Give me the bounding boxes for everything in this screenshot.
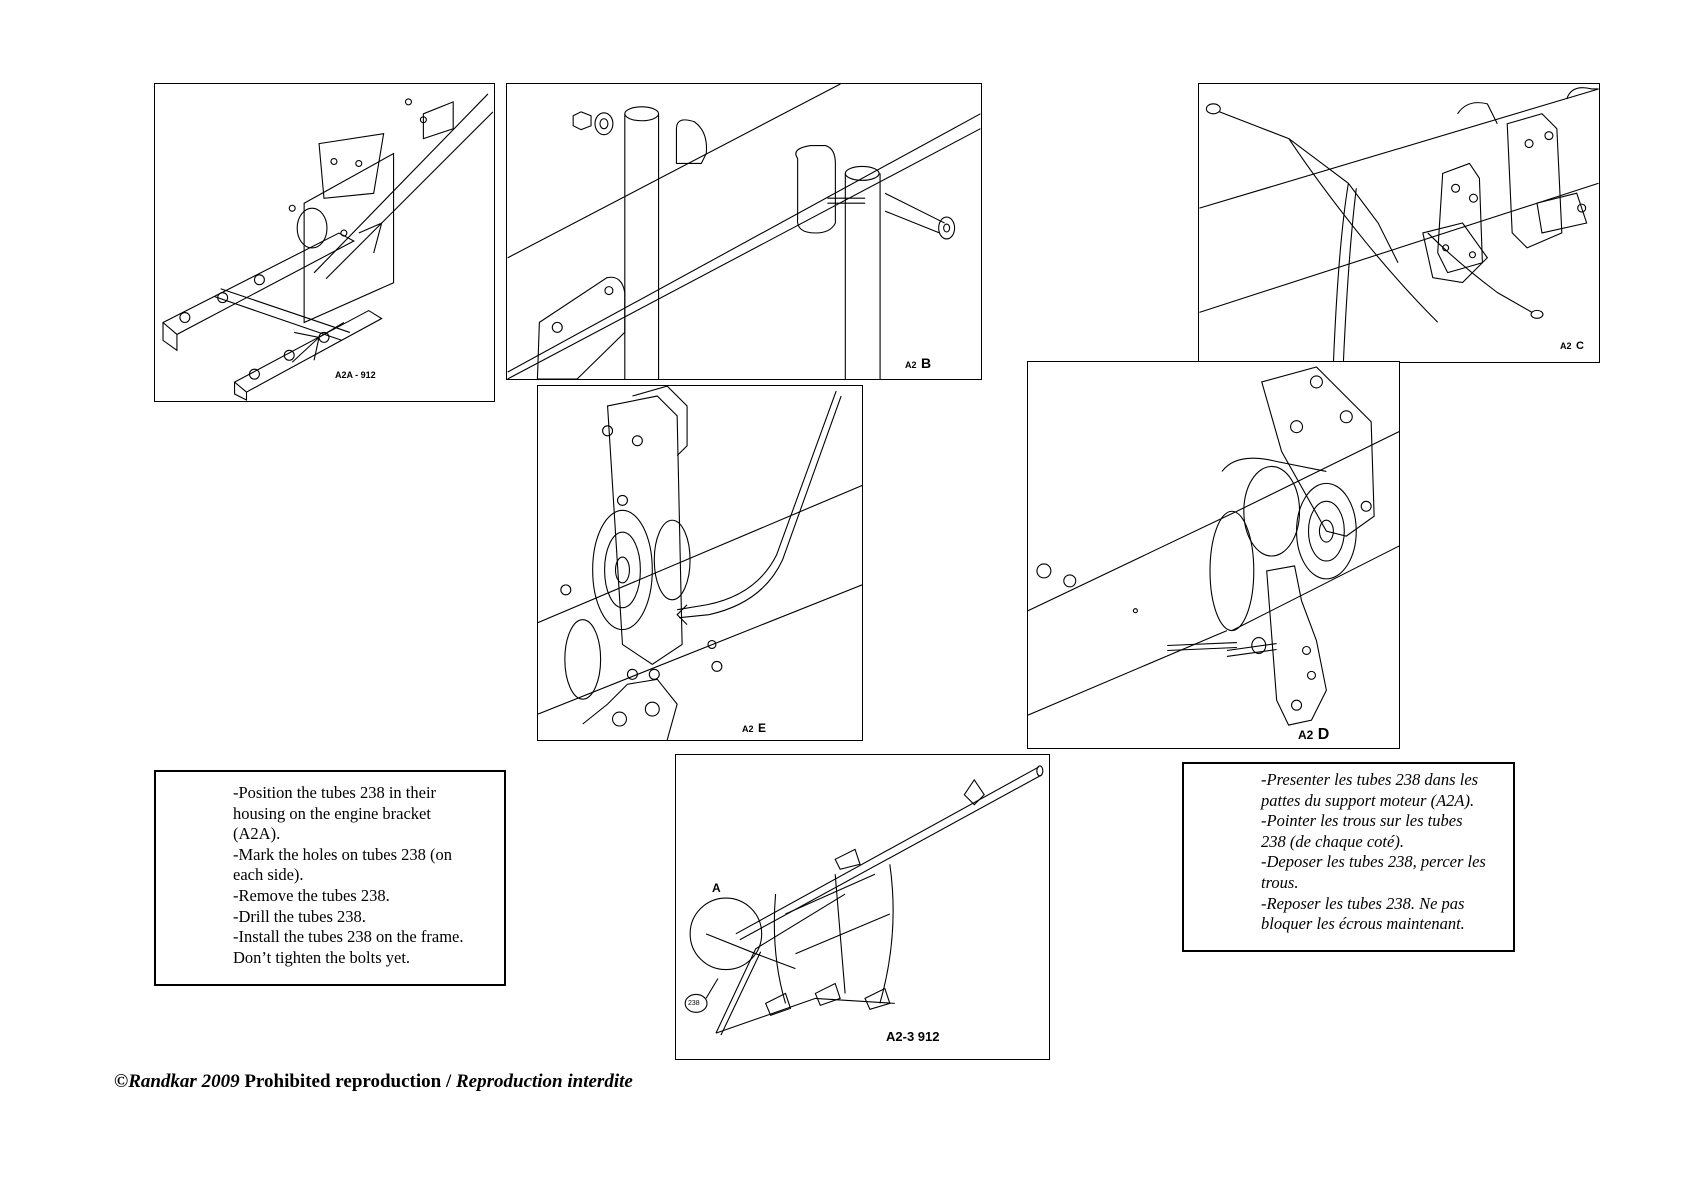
pulley-drawing-a2e (538, 386, 862, 740)
instruction-line: -Drill the tubes 238. (233, 906, 366, 926)
instruction-line: 238 (de chaque coté). (1261, 831, 1404, 851)
instruction-line: Don’t tighten the bolts yet. (233, 947, 411, 967)
figure-a2-3: A 238 A2-3 912 (675, 754, 1050, 1060)
interdite-text: Reproduction interdite (456, 1071, 633, 1092)
instruction-line: -Position the tubes 238 in their (233, 783, 437, 802)
copyright-footer: ©Randkar 2009 Prohibited reproduction / … (114, 1071, 633, 1093)
figure-label-a2e: A2 E (742, 719, 766, 737)
frame-overview-drawing-a2-3 (684, 765, 1044, 1036)
instruction-line: housing on the engine bracket (233, 803, 431, 823)
figure-a2e: A2 E (537, 385, 863, 741)
instruction-line: -Mark the holes on tubes 238 (on (233, 844, 453, 864)
instruction-line: -Pointer les trous sur les tubes (1261, 811, 1463, 831)
figure-label-a2c-prefix: A2 (1560, 341, 1572, 351)
instruction-line: each side). (233, 865, 304, 885)
instruction-line: -Remove the tubes 238. (233, 885, 390, 905)
figure-a2a: A2A - 912 (154, 83, 495, 402)
figure-label-a2e-prefix: A2 (742, 724, 754, 734)
figure-label-a2d-prefix: A2 (1298, 728, 1314, 742)
figure-label-a2b-prefix: A2 (905, 360, 917, 370)
callout-part-238: 238 (688, 1000, 700, 1007)
figure-label-a2-3: A2-3 912 (886, 1029, 940, 1044)
tube-assembly-drawing-a2b (507, 84, 981, 379)
figure-label-a2e-letter: E (757, 721, 766, 735)
instruction-line: bloquer les écrous maintenant. (1261, 914, 1465, 934)
pulley-drawing-a2d (1028, 366, 1399, 726)
figure-label-a2b-letter: B (920, 355, 932, 371)
instruction-line: pattes du support moteur (A2A). (1261, 790, 1475, 810)
figure-label-a2c-letter: C (1575, 340, 1584, 352)
instruction-line: -Deposer les tubes 238, percer les (1261, 852, 1486, 872)
instruction-line: -Reposer les tubes 238. Ne pas (1261, 893, 1465, 913)
prohibited-text: Prohibited reproduction / (244, 1071, 452, 1092)
figure-a2d: A2 D (1027, 361, 1400, 749)
callout-letter-a: A (712, 881, 721, 895)
cable-assembly-drawing-a2c (1199, 87, 1599, 362)
figure-a2b: A2 B (506, 83, 982, 380)
frame-drawing-a2a (162, 93, 494, 401)
figure-label-a2b: A2 B (905, 355, 931, 373)
instruction-line: -Install the tubes 238 on the frame. (233, 927, 464, 947)
instruction-line: (A2A). (233, 824, 281, 844)
figure-label-a2d-letter: D (1317, 726, 1330, 743)
figure-label-a2c: A2 C (1560, 336, 1584, 354)
instructions-english: -Position the tubes 238 in their housing… (154, 770, 506, 986)
instruction-line: trous. (1261, 872, 1299, 892)
copyright-text: ©Randkar 2009 (114, 1071, 240, 1092)
figure-a2c: A2 C (1198, 83, 1600, 363)
instructions-french: -Presenter les tubes 238 dans les pattes… (1182, 762, 1515, 952)
instruction-line: -Presenter les tubes 238 dans les (1261, 770, 1479, 789)
figure-label-a2a: A2A - 912 (335, 370, 376, 380)
figure-label-a2d: A2 D (1298, 726, 1329, 744)
